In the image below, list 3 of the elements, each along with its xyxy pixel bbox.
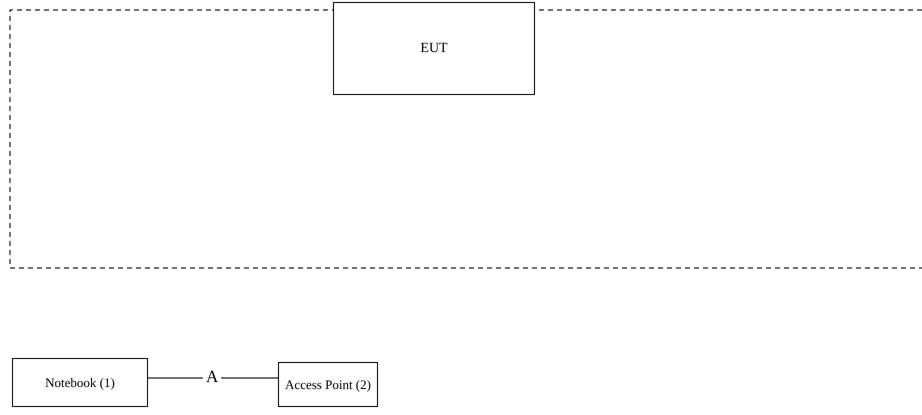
device-box: EUT <box>333 2 535 95</box>
device-box: Notebook (1) <box>12 358 148 407</box>
device-box: Access Point (2) <box>278 362 378 407</box>
